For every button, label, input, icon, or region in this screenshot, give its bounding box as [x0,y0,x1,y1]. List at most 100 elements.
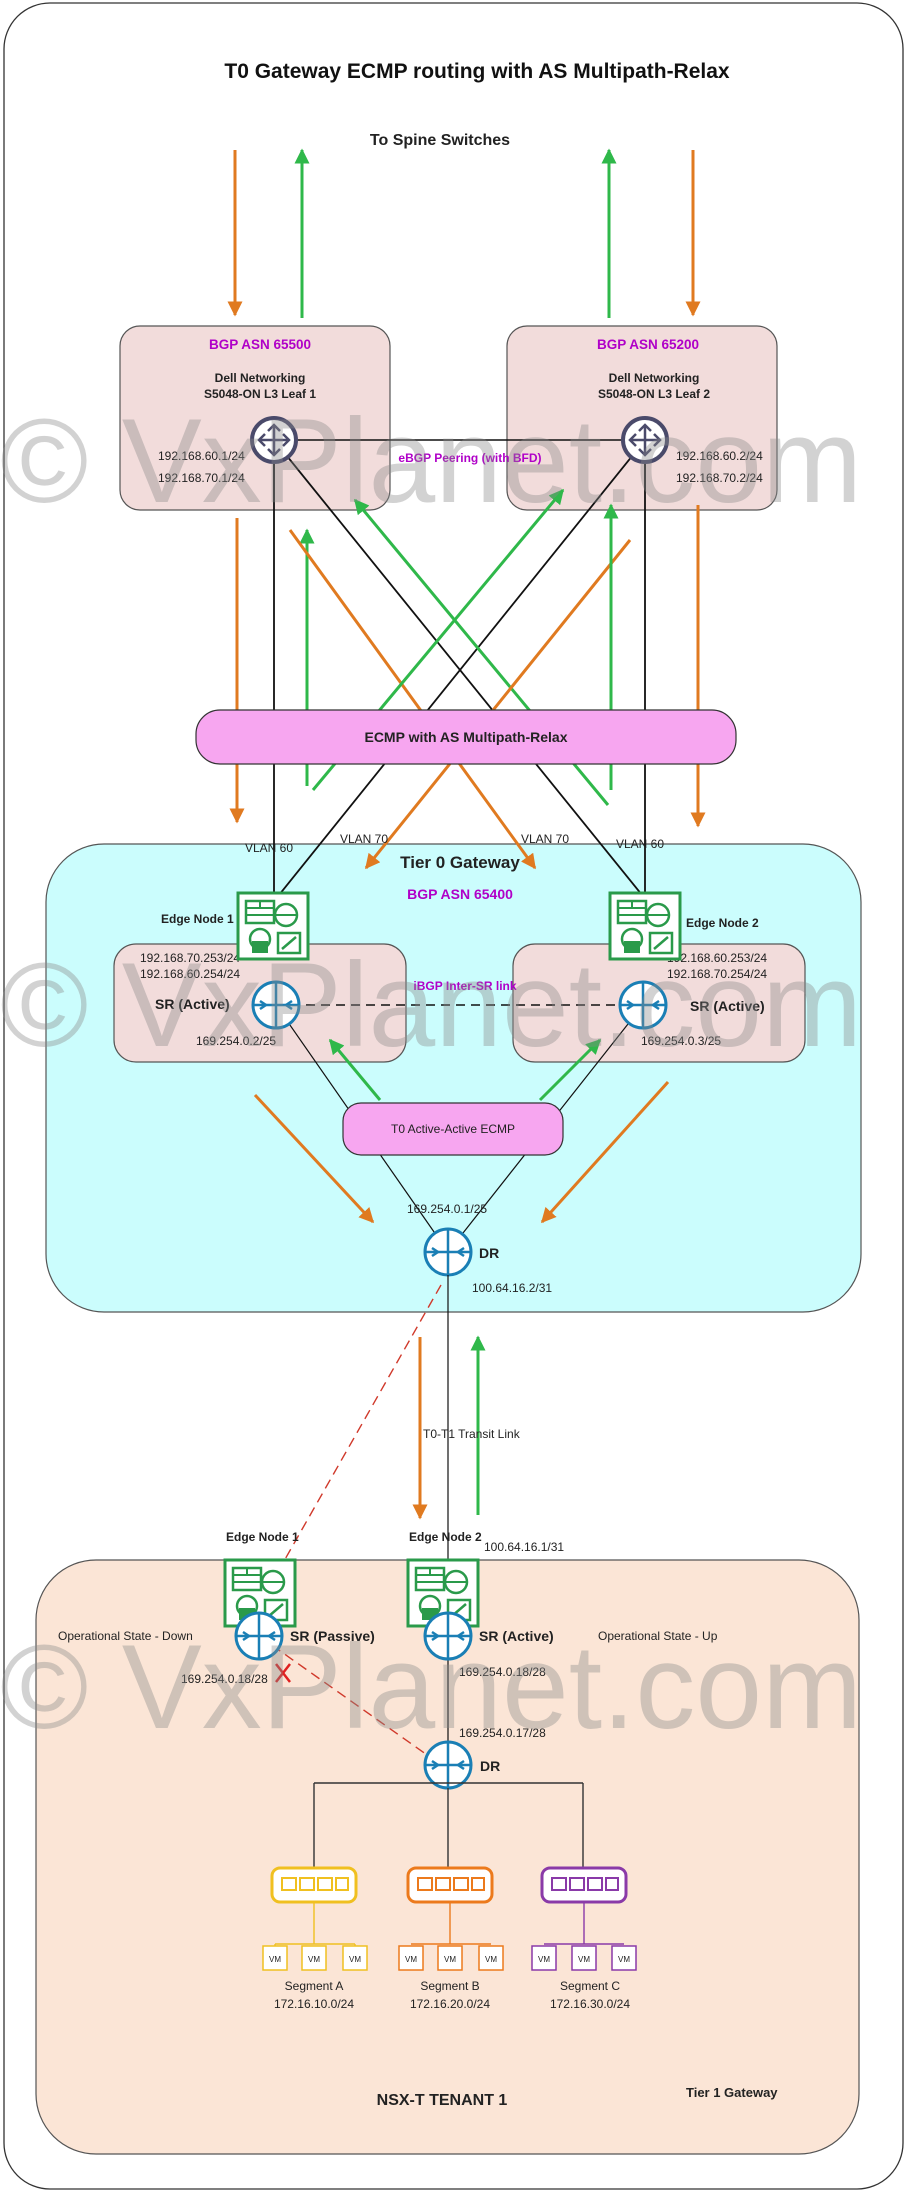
leaf1-switch: BGP ASN 65500 Dell Networking S5048-ON L… [119,325,391,511]
segment-b: VM VM VM Segment B 172.16.20.0/24 [398,1866,504,2011]
t0-edge2-name: Edge Node 2 [686,916,759,930]
watermark-top: © VxPlanet.com [0,394,862,528]
t0-edge1-transit-ip: 169.254.0.2/25 [196,1034,276,1048]
leaf1-ip1: 192.168.60.1/24 [158,449,245,463]
vlan70-left-label: VLAN 70 [340,832,388,846]
spine-label: To Spine Switches [370,132,510,149]
tier0-title: Tier 0 Gateway [400,853,520,872]
t0-edge1-ip1: 192.168.70.253/24 [140,951,240,965]
leaf1-edge2-down-arrow [288,529,537,870]
segment-a-switch-icon [270,1866,358,1904]
tenant-label: NSX-T TENANT 1 [377,2092,508,2109]
segment-b-vm3 [478,1945,504,1971]
t1-edge1-name: Edge Node 1 [226,1530,299,1544]
dr-edge2-up-arrow [538,1038,602,1102]
segment-c-vm3 [611,1945,637,1971]
watermark-bottom: © VxPlanet.com [0,1620,862,1754]
vlan70-right-label: VLAN 70 [521,832,569,846]
segment-a-vm1-label: VM [269,1955,281,1964]
leaf2-name-line2: S5048-ON L3 Leaf 2 [598,387,710,401]
t0-ecmp-pill [342,1102,564,1156]
t1-dr-ip: 169.254.0.17/28 [459,1726,546,1740]
edge1-dr-down-arrow [253,1093,375,1224]
segment-a-vm2 [301,1945,327,1971]
leaf2-ip2: 192.168.70.2/24 [676,471,763,485]
segment-b-vm1 [398,1945,424,1971]
t1-edge2-name: Edge Node 2 [409,1530,482,1544]
segment-b-vm3-label: VM [485,1955,497,1964]
failure-x-icon-bottom [275,1663,291,1683]
t0-edge1-ip2: 192.168.60.254/24 [140,967,240,981]
vlan70-link-leaf1-edge2 [273,439,643,896]
ecmp-banner [195,709,737,765]
segment-a-vm1 [262,1945,288,1971]
t0-dr-router-icon [423,1227,473,1277]
segment-c-vm3-label: VM [618,1955,630,1964]
leaf2-name-line1: Dell Networking [609,371,700,385]
t1-uplink-ip: 100.64.16.1/31 [484,1540,564,1554]
diagram-title: T0 Gateway ECMP routing with AS Multipat… [224,60,730,83]
t0-edge1-name: Edge Node 1 [161,912,234,926]
t0-edge2-sr-label: SR (Active) [690,998,765,1014]
segment-a-vm3-label: VM [349,1955,361,1964]
t0-internal-arrows [253,1038,670,1224]
leaf1-box [119,325,391,511]
segment-b-vm1-label: VM [405,1955,417,1964]
segment-b-subnet: 172.16.20.0/24 [410,1997,490,2011]
ecmp-arrows [229,488,706,870]
vlan60-right-label: VLAN 60 [616,837,664,851]
t1-dr-label: DR [480,1758,500,1774]
segment-c-subnet: 172.16.30.0/24 [550,1997,630,2011]
watermark-middle: © VxPlanet.com [0,938,862,1072]
segment-a: VM VM VM Segment A 172.16.10.0/24 [262,1866,368,2011]
segment-c: VM VM VM Segment C 172.16.30.0/24 [531,1866,637,2011]
segment-c-name: Segment C [560,1979,620,1993]
leaf2-asn: BGP ASN 65200 [597,337,699,352]
segment-c-switch-icon [540,1866,628,1904]
t0-edge1-sr-label: SR (Active) [155,996,230,1012]
leaf1-name-line2: S5048-ON L3 Leaf 1 [204,387,316,401]
t0-t1-edge1-standby-link [258,1284,442,1606]
t1-edge1-state: Operational State - Down [58,1629,193,1643]
t1-edge2-ip: 169.254.0.18/28 [459,1665,546,1679]
t0-edge2-ip2: 192.168.70.254/24 [667,967,767,981]
segment-c-vm1-label: VM [538,1955,550,1964]
t1-edge1-ip: 169.254.0.18/28 [181,1672,268,1686]
t0-ecmp-label: T0 Active-Active ECMP [391,1122,515,1136]
tier0-asn: BGP ASN 65400 [407,886,513,902]
t0-uplink-ip: 100.64.16.2/31 [472,1281,552,1295]
segment-b-name: Segment B [420,1979,479,1993]
leaf-edge-links [273,439,646,896]
t1-edge2-state: Operational State - Up [598,1629,718,1643]
segment-c-vm1 [531,1945,557,1971]
ibgp-label: iBGP Inter-SR link [413,979,516,993]
ebgp-label: eBGP Peering (with BFD) [398,451,541,465]
ecmp-banner-label: ECMP with AS Multipath-Relax [364,729,567,745]
segment-b-vm2 [437,1945,463,1971]
dr-edge1-up-arrow [328,1038,382,1101]
vlan70-link-leaf2-edge1 [278,439,646,896]
vlan60-left-label: VLAN 60 [245,841,293,855]
segment-a-subnet: 172.16.10.0/24 [274,1997,354,2011]
leaf2-switch: BGP ASN 65200 Dell Networking S5048-ON L… [506,325,778,511]
spine-arrows [227,148,701,318]
segment-b-switch-icon [406,1866,494,1904]
segment-a-vm2-label: VM [308,1955,320,1964]
t0-dr-label: DR [479,1245,499,1261]
segment-a-vm3 [342,1945,368,1971]
leaf1-name-line1: Dell Networking [215,371,306,385]
leaf2-ip1: 192.168.60.2/24 [676,449,763,463]
segment-b-vm2-label: VM [444,1955,456,1964]
segment-a-name: Segment A [285,1979,344,1993]
segment-tree-lines [313,1782,584,1868]
t0-edge2-ip1: 192.168.60.253/24 [667,951,767,965]
t1-edge2-sr-label: SR (Active) [479,1628,554,1644]
segment-c-vm2-label: VM [578,1955,590,1964]
t0-edge2-transit-ip: 169.254.0.3/25 [641,1034,721,1048]
t1-edge1-sr-label: SR (Passive) [290,1628,375,1644]
leaf1-ip2: 192.168.70.1/24 [158,471,245,485]
t1-edge1-dr-standby-link [258,1635,431,1758]
edge2-dr-down-arrow [540,1080,670,1224]
transit-link-label: T0-T1 Transit Link [423,1427,521,1441]
